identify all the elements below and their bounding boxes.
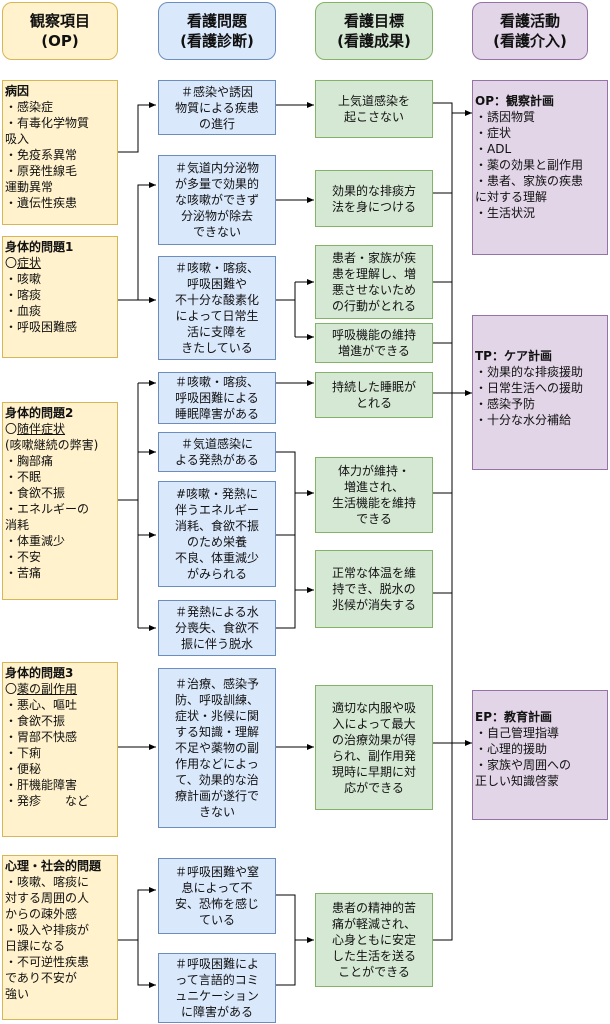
- observation-physical-2: 身体的問題2 〇随伴症状 (咳嗽継続の弊害)・胸部痛 ・不眠・食欲不振 ・エネル…: [2, 402, 118, 600]
- arrow-obs5-prob10: [137, 940, 156, 988]
- problem-7: ＃発熱による水分喪失、食欲不振に伴う脱水: [158, 600, 276, 656]
- goal-1: 上気道感染を起こさない: [315, 80, 433, 138]
- observation-etiology: 病因 ・感染症・有毒化学物質 吸入・免疫系異常 ・原発性線毛運動異常 ・遺伝性疾…: [2, 80, 118, 225]
- intervention-ep: EP：教育計画 ・自己管理指導・心理的援助 ・家族や周囲への正しい知識啓蒙: [472, 690, 608, 820]
- header-intervention: 看護活動(看護介入): [472, 2, 588, 60]
- observation-physical-1: 身体的問題1 〇症状 ・咳嗽・喀痰 ・血痰・呼吸困難感: [2, 236, 118, 358]
- problem-4: ＃咳嗽・喀痰、呼吸困難による睡眠障害がある: [158, 372, 276, 424]
- problem-8: ＃治療、感染予防、呼吸訓練、症状・兆候に関 する知識・理解不足や薬物の副作用など…: [158, 668, 276, 828]
- intervention-tp: TP：ケア計画 ・効果的な排痰援助・日常生活への援助 ・感染予防・十分な水分補給: [472, 315, 608, 470]
- intervention-op: OP：観察計画 ・誘因物質・症状 ・ADL・薬の効果と副作用 ・患者、家族の疾患…: [472, 80, 608, 255]
- problem-3: ＃咳嗽・喀痰、呼吸困難や不十分な酸素化 によって日常生活に支障をきたしている: [158, 256, 276, 360]
- arrow-obs2-prob2: [118, 182, 156, 301]
- problem-1: ＃感染や誘因物質による疾患の進行: [158, 80, 276, 135]
- goal-4: 呼吸機能の維持増進ができる: [315, 323, 433, 363]
- problem-2: ＃気道内分泌物が多量で効果的な咳嗽ができず 分泌物が除去できない: [158, 155, 276, 245]
- arrow-obs1-prob1: [118, 102, 156, 153]
- arrow-obs5-prob9: [118, 887, 156, 941]
- header-goal: 看護目標(看護成果): [315, 2, 433, 60]
- observation-physical-3: 身体的問題3 〇薬の副作用 ・悪心、嘔吐・食欲不振 ・胃部不快感・下痢 ・便秘・…: [2, 662, 118, 837]
- goal-8: 適切な内服や吸入によって最大の治療効果が得 られ、副作用発現時に早期に対応ができ…: [315, 685, 433, 810]
- goal-6: 体力が維持・増進され、生活機能を維持 できる: [315, 457, 433, 533]
- goal-2: 効果的な排痰方法を身につける: [315, 170, 433, 227]
- problem-6: #咳嗽・発熱に伴うエネルギー消耗、食欲不振 のため栄養不良、体重減少がみられる: [158, 481, 276, 587]
- goal-5: 持続した睡眠がとれる: [315, 372, 433, 418]
- observation-psychosocial: 心理・社会的問題 ・咳嗽、喀痰に対する周囲の人 からの疎外感・吸入や排痰が 日課…: [2, 855, 118, 1020]
- goal-7: 正常な体温を維持でき、脱水の兆候が消失する: [315, 550, 433, 628]
- problem-9: ＃呼吸困難や窒息によって不安、恐怖を感じ ている: [158, 858, 276, 934]
- goal-9: 患者の精神的苦痛が軽減され、心身ともに安定 した生活を送ることができる: [315, 893, 433, 987]
- goal-3: 患者・家族が疾患を理解し、増悪させないため の行動がとれる: [315, 245, 433, 319]
- problem-10: ＃呼吸困難によって言語的コミュニケーション に障害がある: [158, 953, 276, 1023]
- header-problem: 看護問題(看護診断): [158, 2, 276, 60]
- header-observation: 観察項目(OP): [2, 2, 118, 60]
- problem-5: ＃気道感染による発熱がある: [158, 432, 276, 472]
